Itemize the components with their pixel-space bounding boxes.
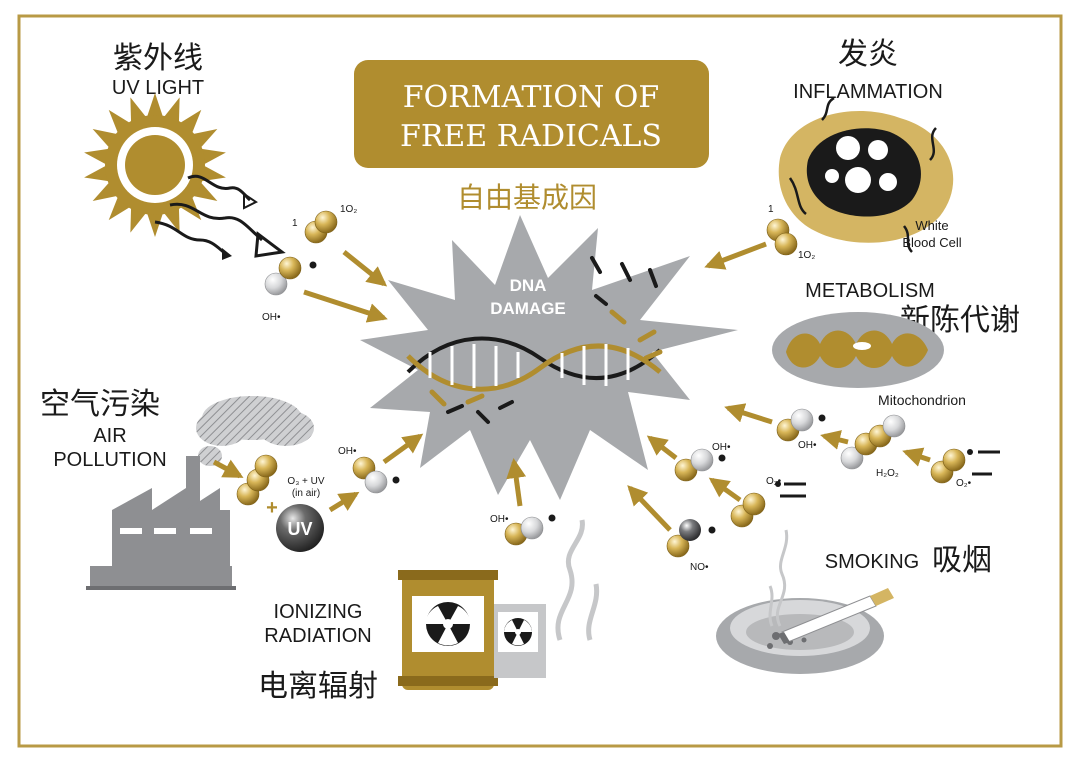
mitochondrion-icon bbox=[772, 312, 944, 388]
radiation-fumes-icon bbox=[555, 519, 600, 641]
smoking-hydroxyl-molecule bbox=[674, 448, 726, 482]
met-h2o2-label: H₂O₂ bbox=[876, 468, 899, 479]
infl-singlet-label-2: 1O₂ bbox=[798, 250, 815, 261]
air-pollution-label-cn: 空气污染 bbox=[40, 387, 160, 422]
white-blood-cell-icon bbox=[778, 96, 954, 253]
radiation-hydroxyl-molecule bbox=[504, 514, 556, 546]
smoking-arrow-3 bbox=[646, 435, 678, 460]
air-hydroxyl-molecule bbox=[352, 456, 400, 494]
uv-ray-head-2 bbox=[254, 231, 286, 258]
uv-arrow-2 bbox=[303, 289, 388, 323]
uv-ray-head-3 bbox=[222, 248, 232, 260]
uv-arrow-1 bbox=[342, 250, 388, 287]
smoking-label-en: SMOKING bbox=[825, 551, 919, 573]
inflammation-singlet-oxygen-molecule bbox=[766, 218, 798, 256]
uv-label-cn: 紫外线 bbox=[113, 41, 203, 76]
dna-helix bbox=[406, 256, 663, 424]
air-pollution-label-en-1: AIR bbox=[93, 425, 126, 447]
title-line-2: FREE RADICALS bbox=[400, 119, 662, 154]
mitochondrion-label: Mitochondrion bbox=[878, 392, 966, 408]
frame-border bbox=[17, 14, 1063, 748]
air-arrow-1 bbox=[212, 459, 244, 479]
metabolism-superoxide-molecule bbox=[930, 448, 1000, 484]
smoking-label-cn: 吸烟 bbox=[932, 543, 992, 578]
inflammation-label-cn: 发炎 bbox=[838, 37, 898, 72]
white-blood-cell-label-2: Blood Cell bbox=[902, 235, 961, 250]
plus-icon: + bbox=[266, 497, 278, 519]
uv-ball-icon bbox=[276, 504, 324, 552]
metabolism-h2o2-molecule bbox=[840, 414, 906, 470]
inflammation-arrow bbox=[704, 241, 767, 270]
uv-singlet-label-1: 1 bbox=[292, 218, 298, 229]
dna-damage-burst bbox=[360, 215, 738, 500]
inflammation-label-en: INFLAMMATION bbox=[793, 81, 943, 103]
metabolism-arrow-2 bbox=[820, 430, 849, 450]
radioactive-barrel-small-icon bbox=[494, 604, 546, 678]
uv-ball-label: UV bbox=[287, 519, 312, 539]
uv-singlet-oxygen-molecule bbox=[304, 210, 338, 244]
radiation-arrow bbox=[506, 458, 527, 507]
met-superoxide-label: O₂• bbox=[956, 478, 972, 489]
factory-icon bbox=[86, 456, 236, 590]
title-box bbox=[354, 60, 709, 168]
metabolism-label-en: METABOLISM bbox=[805, 280, 935, 302]
uv-label-en: UV LIGHT bbox=[112, 77, 204, 99]
cigarette-icon bbox=[778, 588, 894, 644]
radioactive-barrel-icon bbox=[398, 570, 498, 690]
smoking-arrow-2 bbox=[708, 477, 742, 503]
dna-damage-label-2: DAMAGE bbox=[490, 299, 566, 318]
radiation-label-cn: 电离辐射 bbox=[258, 669, 378, 704]
white-blood-cell-label-1: White bbox=[915, 218, 948, 233]
met-hydroxyl-label: OH• bbox=[798, 440, 817, 451]
smoking-no-molecule bbox=[666, 519, 716, 558]
title-line-1: FORMATION OF bbox=[403, 80, 659, 115]
metabolism-hydroxyl-molecule bbox=[776, 408, 826, 442]
infl-singlet-label-1: 1 bbox=[768, 204, 774, 215]
sun-icon bbox=[84, 93, 226, 237]
air-arrow-3 bbox=[382, 433, 424, 465]
rad-hydroxyl-label: OH• bbox=[490, 514, 509, 525]
smog-cloud-icon bbox=[196, 396, 314, 466]
uv-hydroxyl-molecule bbox=[264, 256, 317, 296]
title-subtitle-cn: 自由基成因 bbox=[457, 181, 597, 214]
smoke-no-label: NO• bbox=[690, 562, 709, 573]
air-reaction-label-1: O₃ + UV bbox=[287, 476, 324, 487]
smoke-superoxide-label: O₂• bbox=[766, 476, 782, 487]
air-arrow-2 bbox=[328, 491, 360, 513]
uv-ray-head-1 bbox=[243, 192, 258, 210]
cigarette-smoke-icon bbox=[768, 529, 789, 627]
smoke-hydroxyl-label: OH• bbox=[712, 442, 731, 453]
smoking-arrow-1 bbox=[627, 485, 672, 532]
radiation-label-en-2: RADIATION bbox=[264, 625, 371, 647]
metabolism-arrow-1 bbox=[902, 447, 931, 467]
air-pollution-label-en-2: POLLUTION bbox=[53, 449, 166, 471]
dna-damage-label-1: DNA bbox=[510, 276, 547, 295]
radiation-label-en-1: IONIZING bbox=[274, 601, 363, 623]
uv-singlet-label-2: 1O₂ bbox=[340, 204, 357, 215]
metabolism-arrow-3 bbox=[724, 403, 773, 425]
air-hydroxyl-label: OH• bbox=[338, 446, 357, 457]
smoking-superoxide-molecule bbox=[730, 481, 806, 528]
uv-hydroxyl-label: OH• bbox=[262, 312, 281, 323]
air-reaction-label-2: (in air) bbox=[292, 488, 320, 499]
